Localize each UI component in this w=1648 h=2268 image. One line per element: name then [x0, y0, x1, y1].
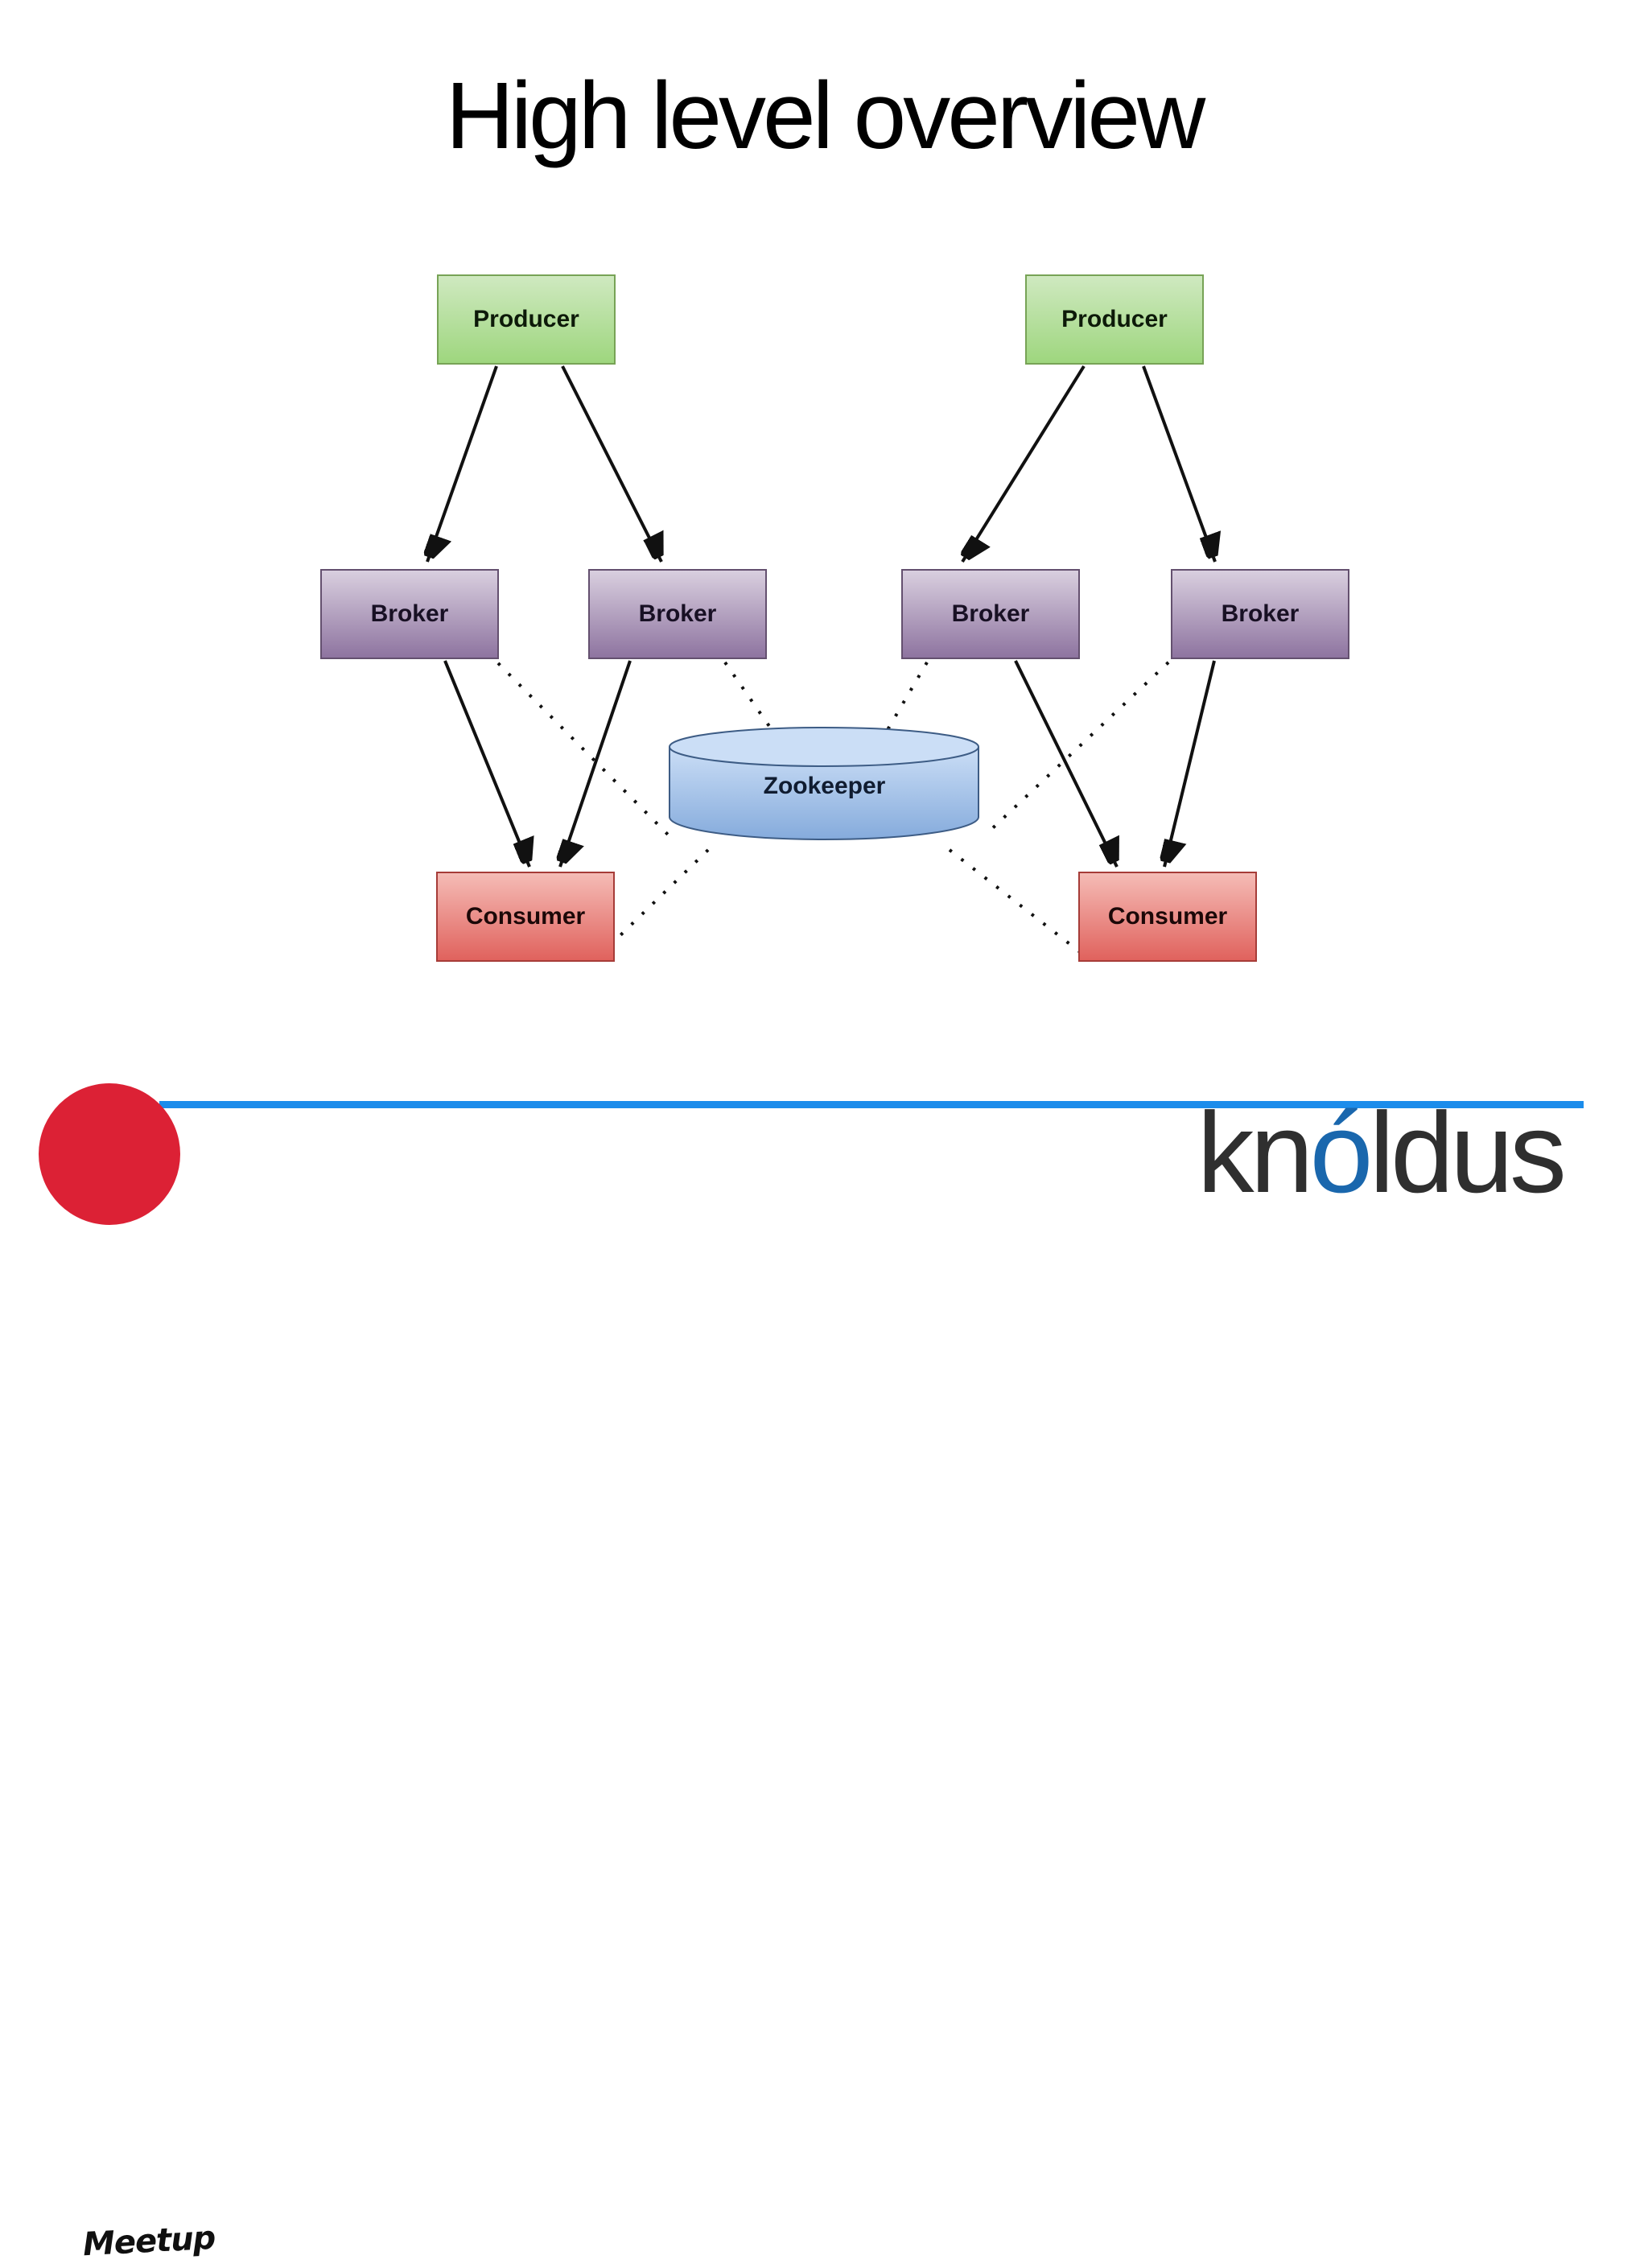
knoldus-logo: knóldus	[1197, 1096, 1567, 1210]
footer-divider-line	[159, 1101, 1584, 1108]
dotted-broker-1-zookeeper	[496, 662, 674, 841]
arrow-broker-4-consumer-right	[1164, 660, 1216, 868]
meetup-logo: Meetup	[39, 1083, 217, 2268]
node-broker-2: Broker	[588, 569, 767, 659]
node-producer-left: Producer	[437, 274, 616, 365]
node-producer-right: Producer	[1025, 274, 1204, 365]
arrow-producer-right-broker-4	[1142, 365, 1215, 563]
node-label: Broker	[951, 600, 1030, 627]
diagram-connectors	[0, 365, 1648, 956]
knoldus-logo-part1: kn	[1197, 1089, 1314, 1217]
dotted-zookeeper-consumer-right	[948, 848, 1085, 956]
arrow-broker-3-consumer-right	[1014, 660, 1117, 868]
node-broker-3: Broker	[901, 569, 1080, 659]
arrow-producer-left-broker-2	[561, 365, 661, 563]
node-label: Producer	[1061, 306, 1168, 332]
node-consumer-right: Consumer	[1078, 872, 1257, 962]
arrow-producer-left-broker-1	[427, 365, 498, 562]
arrow-broker-1-consumer-left	[443, 660, 529, 868]
solid-arrows	[427, 365, 1216, 868]
node-consumer-left: Consumer	[436, 872, 615, 962]
meetup-logo-text: Meetup	[81, 2219, 216, 2264]
node-label: Consumer	[465, 903, 586, 930]
knoldus-logo-part2: ldus	[1369, 1089, 1567, 1217]
node-zookeeper-label: Zookeeper	[763, 773, 886, 799]
dotted-broker-4-zookeeper	[983, 661, 1170, 837]
meetup-logo-box: Meetup	[80, 2215, 217, 2268]
node-label: Broker	[1221, 600, 1300, 627]
arrow-producer-right-broker-3	[962, 365, 1086, 562]
node-label: Producer	[473, 306, 579, 332]
zookeeper-cylinder	[669, 727, 979, 840]
node-label: Consumer	[1107, 903, 1228, 930]
arrow-broker-2-consumer-left	[560, 660, 632, 867]
knoldus-logo-accent: ó	[1309, 1089, 1374, 1217]
slide: High level overview	[0, 63, 1648, 2268]
node-broker-4: Broker	[1171, 569, 1349, 659]
node-label: Broker	[370, 600, 449, 627]
page-title: High level overview	[445, 63, 1206, 169]
dotted-links	[496, 661, 1170, 956]
dotted-zookeeper-consumer-left	[618, 848, 710, 938]
node-broker-1: Broker	[320, 569, 499, 659]
node-label: Broker	[638, 600, 717, 627]
